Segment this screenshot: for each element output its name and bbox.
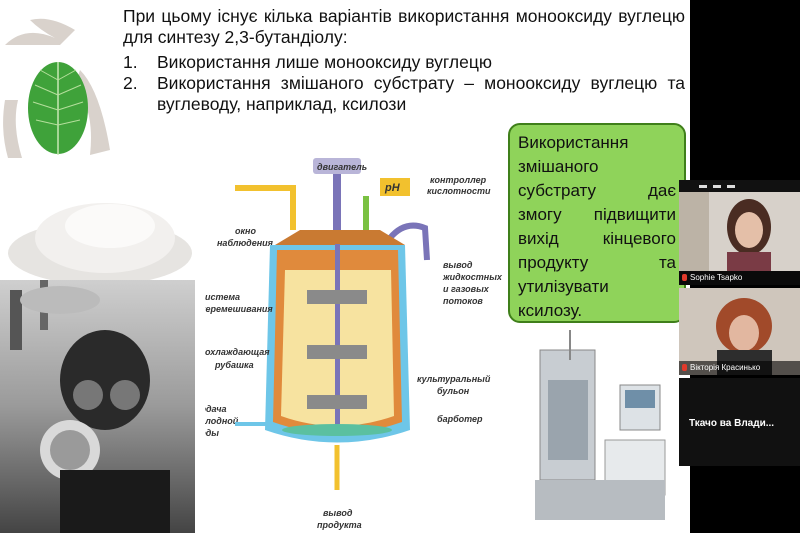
slide-numbered-list: 1. Використання лише монооксиду вуглецю … [123,52,685,115]
callout-line: Використання [518,133,629,152]
ph-probe [363,196,369,248]
water-label: воды [205,428,219,438]
muted-mic-icon [682,274,687,282]
water-label: холодной [205,416,239,426]
window-label: окно [235,226,256,236]
water-label: подача [205,404,226,414]
callout-line: продукту та [518,253,676,272]
inlet-pipe [235,185,296,230]
participant-tile[interactable]: Вікторія Красинько [679,288,800,375]
list-text: Використання змішаного субстрату – моноо… [157,73,685,114]
callout-line: змішаного [518,157,599,176]
sugar-pile-image [8,203,192,285]
callout-line: ксилозу. [518,301,583,320]
participant-name-text: Sophie Tsapko [690,273,743,282]
participant-tile[interactable]: Sophie Tsapko [679,180,800,285]
list-item: 1. Використання лише монооксиду вуглецю [123,52,685,73]
impeller [307,345,367,359]
controller-label: кислотности [427,186,491,196]
controller-label: контроллер [430,175,487,185]
callout-line: субстрату дає [518,181,676,200]
callout-box: Використання змішаного субстрату дає змо… [508,123,686,323]
outlet-label: вывод [443,260,473,270]
vessel-lid [275,230,405,245]
list-number: 2. [123,73,138,93]
impeller [307,395,367,409]
mixing-label: перемешивания [205,304,273,314]
mixing-label: система [205,292,240,302]
jacket-label: рубашка [214,360,254,370]
stirrer-shaft [335,244,340,424]
ph-label: pH [384,182,401,194]
bioreactor-photo [535,330,666,520]
sparger-label: барботер [437,414,483,424]
gas-mask-photo [0,280,195,533]
ph-box [380,178,410,196]
outlet-label: и газовых [443,284,490,294]
muted-mic-icon [682,364,687,372]
list-text: Використання лише монооксиду вуглецю [157,52,492,72]
shaft-top [333,174,341,244]
callout-line: утилізувати [518,277,609,296]
jacket-label: охлаждающая [205,347,270,357]
product-label: продукта [317,520,362,530]
participant-name: Вікторія Красинько [679,361,800,375]
product-label: вывод [323,508,353,518]
list-number: 1. [123,52,138,72]
participant-name: Sophie Tsapko [679,271,800,285]
participant-name-text: Ткачо ва Влади... [689,418,775,429]
participant-name-text: Вікторія Красинько [690,363,761,372]
broth-label: бульон [437,386,470,396]
window-label: наблюдения [217,238,274,248]
leaf-hands-image [3,18,110,158]
tile-toolbar [679,180,800,192]
callout-line: змогу підвищити [518,205,676,224]
callout-line: вихід кінцевого [518,229,676,248]
outlet-tube [387,222,430,261]
outlet-label: потоков [443,296,483,306]
impeller [307,290,367,304]
broth-label: культуральный [417,374,491,384]
motor-box [313,158,361,174]
list-item: 2. Використання змішаного субстрату – мо… [123,73,685,115]
presentation-slide: При цьому існує кілька варіантів викорис… [0,0,690,533]
slide-intro-text: При цьому існує кілька варіантів викорис… [123,6,685,47]
motor-label: двигатель [317,162,367,172]
outlet-label: жидкостных [442,272,503,282]
participant-video [679,192,800,271]
participant-tile[interactable]: Ткачо ва Влади... [679,378,800,466]
sparger-ring [282,424,392,436]
bioreactor-diagram: двигатель pH контроллер кислотности окно… [205,158,503,530]
